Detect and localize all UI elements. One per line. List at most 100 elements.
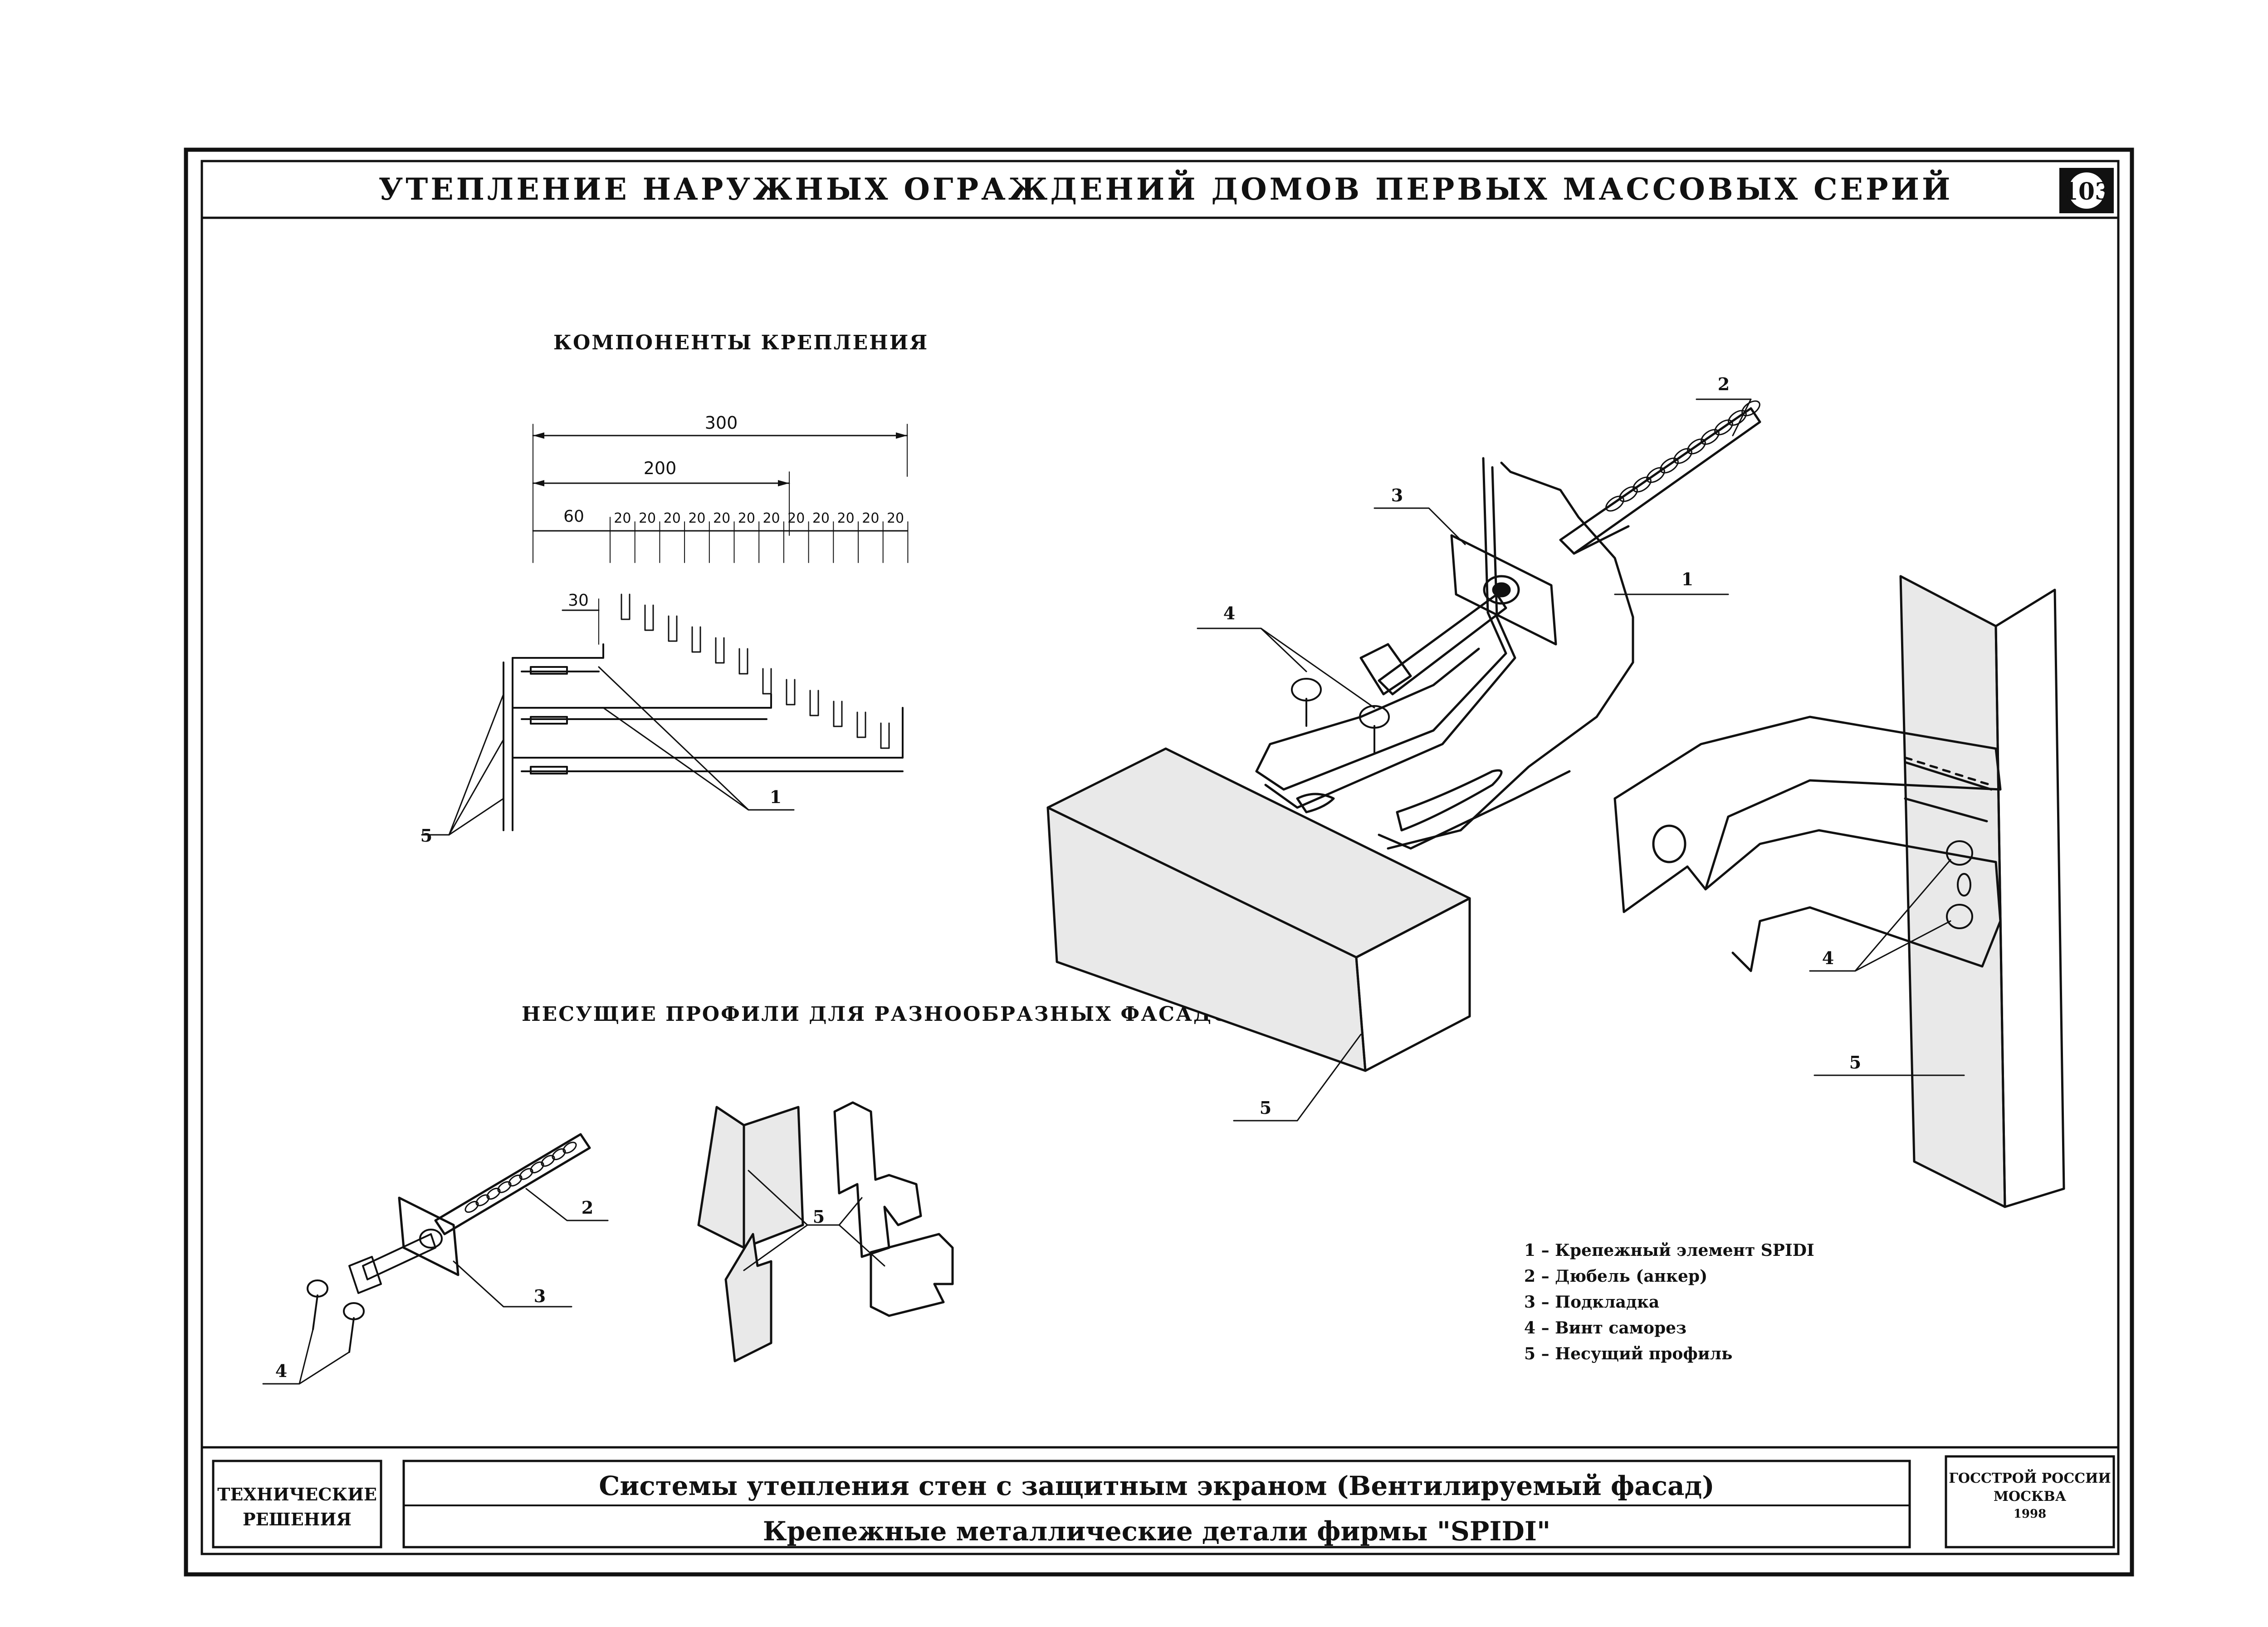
components-title: КОМПОНЕНТЫ КРЕПЛЕНИЯ	[553, 331, 929, 354]
dim-30: 30	[568, 591, 589, 610]
callout-4-components: 4	[275, 1361, 287, 1381]
callout-5-left: 5	[420, 825, 432, 846]
slot-mark	[621, 593, 631, 620]
chain-step-label: 20	[812, 510, 830, 526]
chain-step-label: 20	[639, 510, 656, 526]
title-block: ТЕХНИЧЕСКИЕ РЕШЕНИЯ Системы утепления ст…	[200, 1446, 2120, 1549]
dowel-rib	[562, 1142, 577, 1154]
slot-mark	[880, 722, 890, 749]
dowel-rib	[1619, 486, 1638, 502]
spidi-element-plan	[503, 643, 904, 831]
dowel-rib	[508, 1174, 523, 1187]
dowel-rib	[530, 1161, 544, 1174]
slot-mark	[715, 637, 725, 664]
rivet-mark	[1916, 760, 1926, 765]
chain-step-label: 20	[664, 510, 681, 526]
dowel-rib	[1660, 457, 1679, 474]
organization-line-1: ГОССТРОЙ РОССИИ	[1949, 1469, 2111, 1486]
chain-step-label: 20	[713, 510, 730, 526]
bolt-head-right	[1652, 824, 1686, 863]
dowel-rib	[486, 1187, 501, 1200]
leaders-right	[1809, 859, 1965, 1076]
leaders-profiles	[743, 1170, 885, 1271]
leaders-left	[421, 666, 795, 836]
legend-item-4: 4 – Винт саморез	[1524, 1318, 1686, 1338]
anchor-dowel	[1559, 407, 1761, 555]
header-bar: УТЕПЛЕНИЕ НАРУЖНЫХ ОГРАЖДЕНИЙ ДОМОВ ПЕРВ…	[200, 160, 2120, 219]
chain-step-label: 20	[614, 510, 631, 526]
leaders-components	[262, 1188, 609, 1385]
callout-5-right: 5	[1849, 1052, 1861, 1073]
dowel-rib	[541, 1155, 555, 1167]
bolt-component	[362, 1233, 436, 1280]
chain-step-label: 20	[763, 510, 780, 526]
washer-plate	[1450, 534, 1557, 646]
callout-4-right: 4	[1822, 948, 1834, 968]
rivet-mark	[1929, 764, 1938, 769]
dim-300: 300	[705, 413, 738, 433]
dowel-rib	[464, 1201, 479, 1213]
legend-item-3: 3 – Подкладка	[1524, 1293, 1659, 1312]
dowel-component	[434, 1133, 591, 1235]
dowel-rib	[1605, 495, 1624, 512]
bracket-assembly: 2 3 1 4	[1197, 374, 1761, 850]
callout-1-center: 1	[1681, 569, 1693, 589]
legend-item-1: 1 – Крепежный элемент SPIDI	[1524, 1241, 1814, 1260]
dowel-rib	[1741, 400, 1760, 417]
rivet-mark	[1904, 756, 1913, 761]
dowel-component-ribs	[464, 1142, 577, 1213]
dowel-rib	[497, 1181, 512, 1193]
legend-item-5: 5 – Несущий профиль	[1524, 1344, 1732, 1363]
organization-line-2: МОСКВА	[1994, 1489, 2067, 1504]
slot-mark	[668, 615, 678, 642]
dowel-rib	[1646, 467, 1665, 483]
dim-60: 60	[563, 507, 584, 526]
rivet-mark	[1955, 773, 1964, 777]
dowel-ribs	[1605, 400, 1760, 512]
slot-marks	[621, 593, 890, 749]
chain-step-label: 20	[837, 510, 855, 526]
sheet-number: 103	[2062, 178, 2112, 206]
leaders-center	[1197, 398, 1752, 709]
components-exploded: 2 3 4	[262, 1133, 609, 1385]
rivet-mark	[1980, 781, 1989, 785]
category-line-1: ТЕХНИЧЕСКИЕ	[217, 1484, 377, 1504]
bolt	[1359, 593, 1507, 696]
dowel-rib	[1714, 419, 1733, 436]
spidi-bracket-right	[1613, 715, 2002, 972]
dowel-rib	[475, 1194, 490, 1206]
chain-step-label: 20	[862, 510, 879, 526]
legend: 1 – Крепежный элемент SPIDI 2 – Дюбель (…	[1524, 1241, 1814, 1363]
slot-mark	[738, 648, 748, 675]
slot-mark	[856, 711, 866, 738]
chain-step-label: 20	[787, 510, 805, 526]
profile-shapes	[697, 1101, 954, 1362]
organization-year: 1998	[2014, 1507, 2046, 1521]
slot-mark	[644, 604, 654, 631]
callout-2-components: 2	[582, 1197, 593, 1218]
dowel-rib	[1673, 448, 1692, 464]
washer-component	[398, 1196, 459, 1276]
chain-step-label: 20	[887, 510, 904, 526]
callout-2-center: 2	[1718, 374, 1730, 394]
slot-mark	[833, 701, 843, 727]
screws-right	[1946, 840, 1973, 929]
dowel-rib	[519, 1168, 533, 1180]
category-line-2: РЕШЕНИЯ	[243, 1509, 352, 1529]
dim-200: 200	[644, 458, 677, 478]
slot-mark	[786, 679, 796, 706]
dowel-rib	[1701, 429, 1720, 445]
rivet-mark	[1942, 769, 1951, 773]
callout-5-center: 5	[1260, 1098, 1271, 1118]
chain-step-label: 20	[688, 510, 705, 526]
slot-mark	[809, 690, 819, 716]
sheet-number-circle	[2067, 171, 2107, 211]
system-title: Системы утепления стен с защитным экрано…	[599, 1470, 1715, 1501]
drawing-title: Крепежные металлические детали фирмы "SP…	[763, 1516, 1550, 1547]
dowel-rib	[1687, 438, 1706, 455]
profile-assembly: 4 5	[1613, 575, 2065, 1208]
rivet-row	[1904, 756, 1989, 785]
